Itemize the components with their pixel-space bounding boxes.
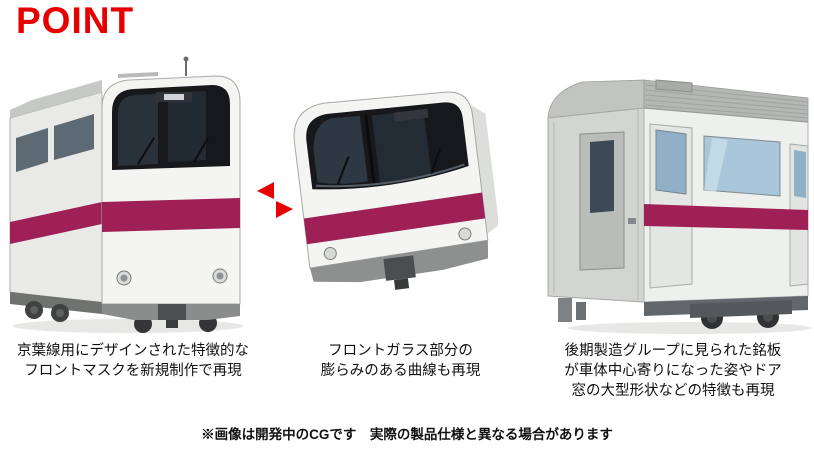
underframe [558,296,808,329]
caption-line: フロントガラス部分の [328,343,473,359]
page-title: POINT [16,0,135,41]
front-stripe [303,192,486,245]
wiper [193,137,209,163]
car-end-side-render [547,79,812,334]
end-door-window [590,140,614,213]
train-front-render [9,56,243,333]
caption-line: 後期製造グループに見られた銘板 [564,343,782,359]
caption-windshield-curve: フロントガラス部分の 膨らみのある曲線も再現 [293,341,508,381]
side-door-window [655,129,687,195]
side-stripe [10,202,102,244]
caption-line: フロントマスクを新規制作で再現 [24,363,242,379]
destination-display [393,108,429,122]
builder-plate [628,218,636,224]
coupler [158,304,186,320]
caption-line: が車体中心寄りになった姿やドア [564,363,782,379]
ground-shadow [13,319,243,333]
caption-line: 京葉線用にデザインされた特徴的な [17,343,249,359]
headlight [458,227,472,241]
headlight [323,247,337,261]
front-mask-closeup-render [293,91,498,290]
side-stripe [644,204,808,230]
caption-line: 窓の大型形状などの特徴も再現 [571,383,775,399]
end-step [558,298,572,322]
rain-gutter [643,107,809,123]
red-double-arrow-icon [257,182,293,218]
car-body-side [643,107,809,303]
cab-side-sliver [471,105,498,235]
car-side [9,80,103,322]
wiper [137,137,155,165]
caption-body-side-detail: 後期製造グループに見られた銘板 が車体中心寄りになった姿やドア 窓の大型形状など… [540,341,806,401]
wiper [336,156,350,185]
wiper [430,147,442,174]
front-stripe [102,198,240,232]
car-end-wall [547,107,645,303]
coupler [383,255,416,281]
ground-shadow [568,322,812,334]
roof-vent [655,79,693,93]
front-mask [101,75,241,328]
roof-details [118,56,189,78]
caption-line: 膨らみのある曲線も再現 [320,363,481,379]
bogie-frame [690,300,792,318]
disclaimer-note: ※画像は開発中のCGです 実際の製品仕様と異なる場合があります [201,427,613,442]
glass-bulge-curve [315,163,465,188]
caption-front-mask: 京葉線用にデザインされた特徴的な フロントマスクを新規制作で再現 [8,341,258,381]
